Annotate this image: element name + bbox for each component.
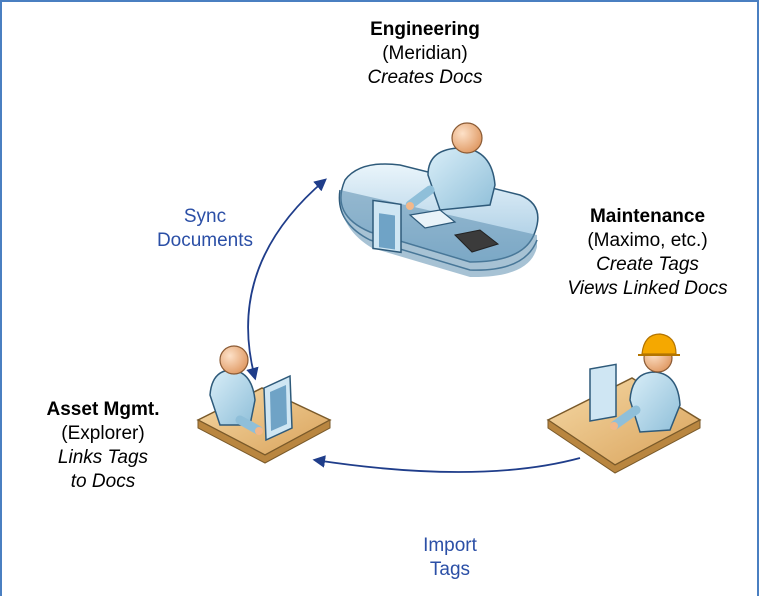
engineering-system: (Meridian): [382, 43, 468, 64]
asset-mgmt-system: (Explorer): [61, 423, 145, 444]
engineering-workstation-icon: [338, 122, 539, 278]
import-line-1: Import: [423, 535, 477, 556]
engineering-label: Engineering (Meridian) Creates Docs: [345, 18, 505, 90]
maintenance-system: (Maximo, etc.): [587, 230, 708, 251]
import-tags-label: Import Tags: [395, 534, 505, 582]
sync-line-1: Sync: [183, 206, 227, 227]
maintenance-role-2: Views Linked Docs: [567, 278, 728, 299]
maintenance-label: Maintenance (Maximo, etc.) Create Tags V…: [540, 205, 755, 301]
asset-mgmt-role-1: Links Tags: [57, 447, 149, 468]
maintenance-title: Maintenance: [589, 206, 706, 227]
import-arrow: [312, 455, 581, 473]
engineering-title: Engineering: [370, 19, 480, 40]
import-line-2: Tags: [429, 559, 471, 580]
asset-mgmt-title: Asset Mgmt.: [46, 399, 160, 420]
asset-mgmt-role-2: to Docs: [70, 471, 136, 492]
sync-documents-label: Sync Documents: [140, 205, 270, 253]
asset-mgmt-label: Asset Mgmt. (Explorer) Links Tags to Doc…: [18, 398, 188, 494]
engineering-role: Creates Docs: [367, 67, 483, 88]
sync-arrow: [246, 178, 327, 381]
maintenance-role-1: Create Tags: [596, 254, 699, 275]
maintenance-workstation-icon: [546, 333, 702, 474]
asset-mgmt-workstation-icon: [196, 345, 332, 464]
sync-line-2: Documents: [156, 230, 254, 251]
